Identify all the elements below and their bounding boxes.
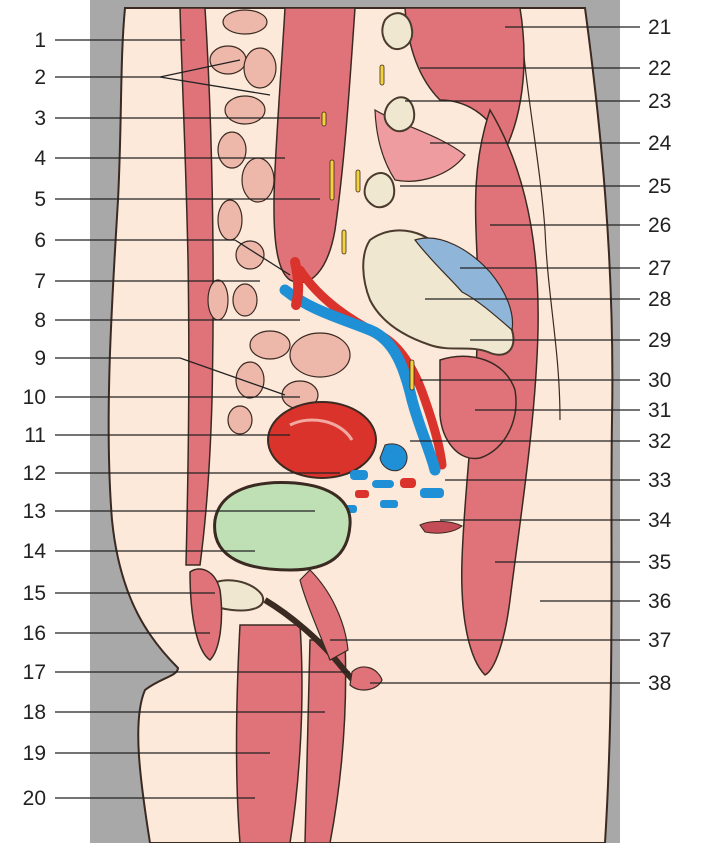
label-9: 9 [34,347,46,370]
label-31: 31 [648,399,671,422]
label-28: 28 [648,288,671,311]
label-24: 24 [648,132,672,155]
label-17: 17 [23,661,46,684]
right-number-labels: 21 22 23 24 25 26 27 28 29 30 31 32 33 3… [648,16,672,695]
label-14: 14 [23,540,47,563]
label-18: 18 [23,701,46,724]
label-23: 23 [648,90,671,113]
label-6: 6 [34,229,46,252]
label-32: 32 [648,430,671,453]
label-38: 38 [648,672,671,695]
label-30: 30 [648,369,671,392]
uterus [268,402,376,478]
label-13: 13 [23,500,46,523]
label-27: 27 [648,257,671,280]
left-number-labels: 1 2 3 4 5 6 7 8 9 10 11 12 13 14 15 16 1… [23,29,47,810]
label-34: 34 [648,509,672,532]
label-11: 11 [24,424,46,447]
label-3: 3 [34,107,46,130]
external-iliac-artery [295,262,298,305]
label-5: 5 [34,188,46,211]
label-36: 36 [648,590,671,613]
label-1: 1 [34,29,46,52]
label-10: 10 [23,386,46,409]
thigh-adductor-muscles [237,625,302,843]
label-20: 20 [23,787,46,810]
label-35: 35 [648,551,671,574]
label-4: 4 [34,147,46,170]
label-29: 29 [648,329,671,352]
label-2: 2 [34,66,46,89]
label-22: 22 [648,57,671,80]
label-15: 15 [23,582,46,605]
label-25: 25 [648,175,671,198]
label-33: 33 [648,469,671,492]
label-8: 8 [34,309,46,332]
urinary-bladder [215,482,351,570]
label-16: 16 [23,622,46,645]
label-21: 21 [648,16,671,39]
label-37: 37 [648,629,671,652]
label-12: 12 [23,462,46,485]
label-19: 19 [23,742,46,765]
label-26: 26 [648,214,671,237]
label-7: 7 [34,270,46,293]
